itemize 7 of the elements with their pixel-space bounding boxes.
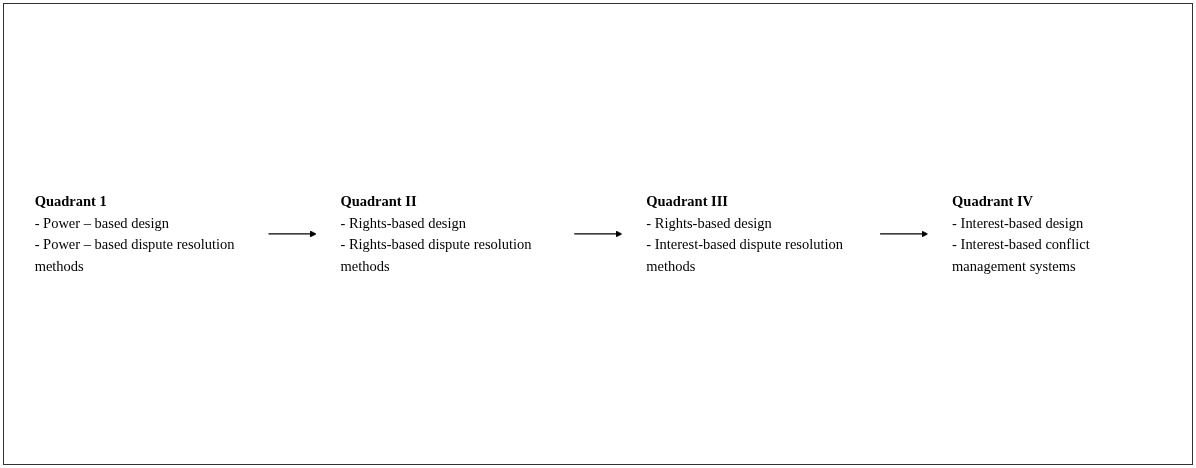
arrow — [879, 230, 929, 238]
node-text: Quadrant II - Rights-based design - Rights-based dispute resolution methods — [340, 192, 532, 275]
arrow — [573, 230, 623, 238]
node-text: Quadrant IV - Interest-based design - Interest-based conflict management systems — [952, 192, 1090, 275]
node-text: Quadrant III - Rights-based design - Interest-based dispute resolution methods — [646, 192, 844, 275]
node-text: Quadrant 1 - Power – based design - Power – based dispute resolution methods — [34, 192, 235, 275]
arrow — [267, 230, 317, 238]
